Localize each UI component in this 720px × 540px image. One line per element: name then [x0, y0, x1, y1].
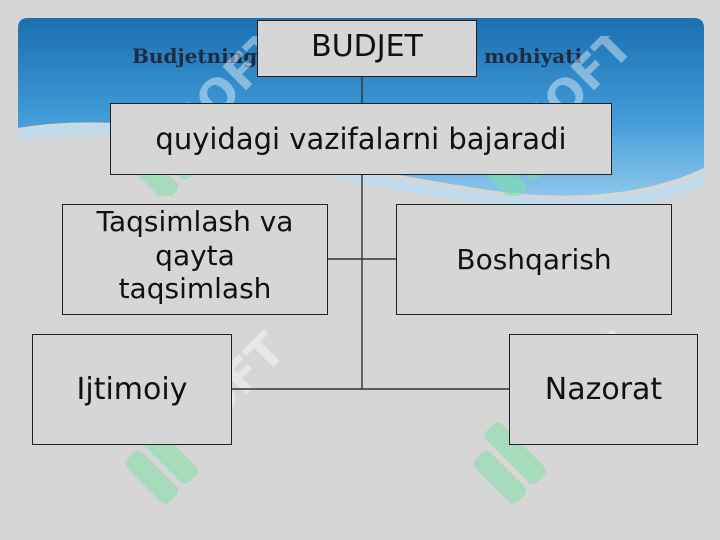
function-node-distribution-label: Taqsimlash va qayta taqsimlash [96, 205, 294, 306]
function-node-social-label: Ijtimoiy [76, 372, 188, 407]
function-node-management: Boshqarish [396, 204, 672, 315]
title-right: mohiyati [484, 44, 583, 68]
level1-node: quyidagi vazifalarni bajaradi [110, 103, 612, 175]
title-left: Budjetning [132, 44, 258, 68]
root-node: BUDJET [257, 20, 477, 77]
level1-node-label: quyidagi vazifalarni bajaradi [155, 122, 567, 156]
function-node-control-label: Nazorat [544, 372, 663, 407]
function-node-distribution: Taqsimlash va qayta taqsimlash [62, 204, 328, 315]
function-node-management-label: Boshqarish [456, 243, 612, 276]
function-node-control: Nazorat [509, 334, 698, 445]
root-node-label: BUDJET [311, 29, 423, 64]
slide-title: Budjetning mohiyati [0, 44, 720, 78]
function-node-social: Ijtimoiy [32, 334, 232, 445]
